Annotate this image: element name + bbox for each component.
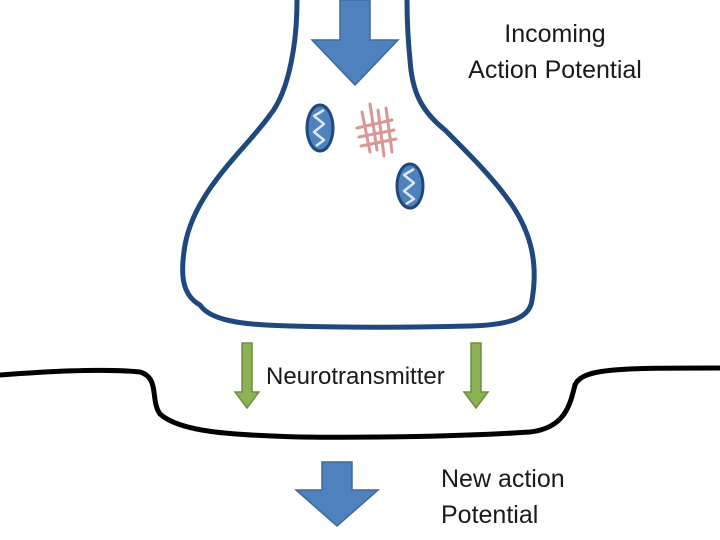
incoming-label-line1: Incoming	[504, 20, 606, 48]
incoming-label-line2: Action Potential	[468, 56, 642, 84]
vesicle-cluster	[355, 102, 398, 158]
new-label-line1: New action	[441, 465, 565, 493]
presynaptic-terminal	[180, 0, 537, 330]
incoming-action-potential-label: Incoming Action Potential	[440, 16, 670, 88]
mitochondrion-left	[305, 103, 335, 153]
incoming-arrow	[310, 0, 400, 87]
new-label-line2: Potential	[441, 501, 539, 529]
new-action-potential-label: New action Potential	[441, 461, 565, 533]
neurotransmitter-arrow-left	[233, 342, 261, 410]
neurotransmitter-label: Neurotransmitter	[266, 363, 445, 390]
neurotransmitter-arrow-right	[462, 342, 490, 410]
mitochondrion-right	[395, 162, 425, 210]
new-action-potential-arrow	[294, 461, 380, 527]
postsynaptic-membrane	[0, 365, 720, 440]
